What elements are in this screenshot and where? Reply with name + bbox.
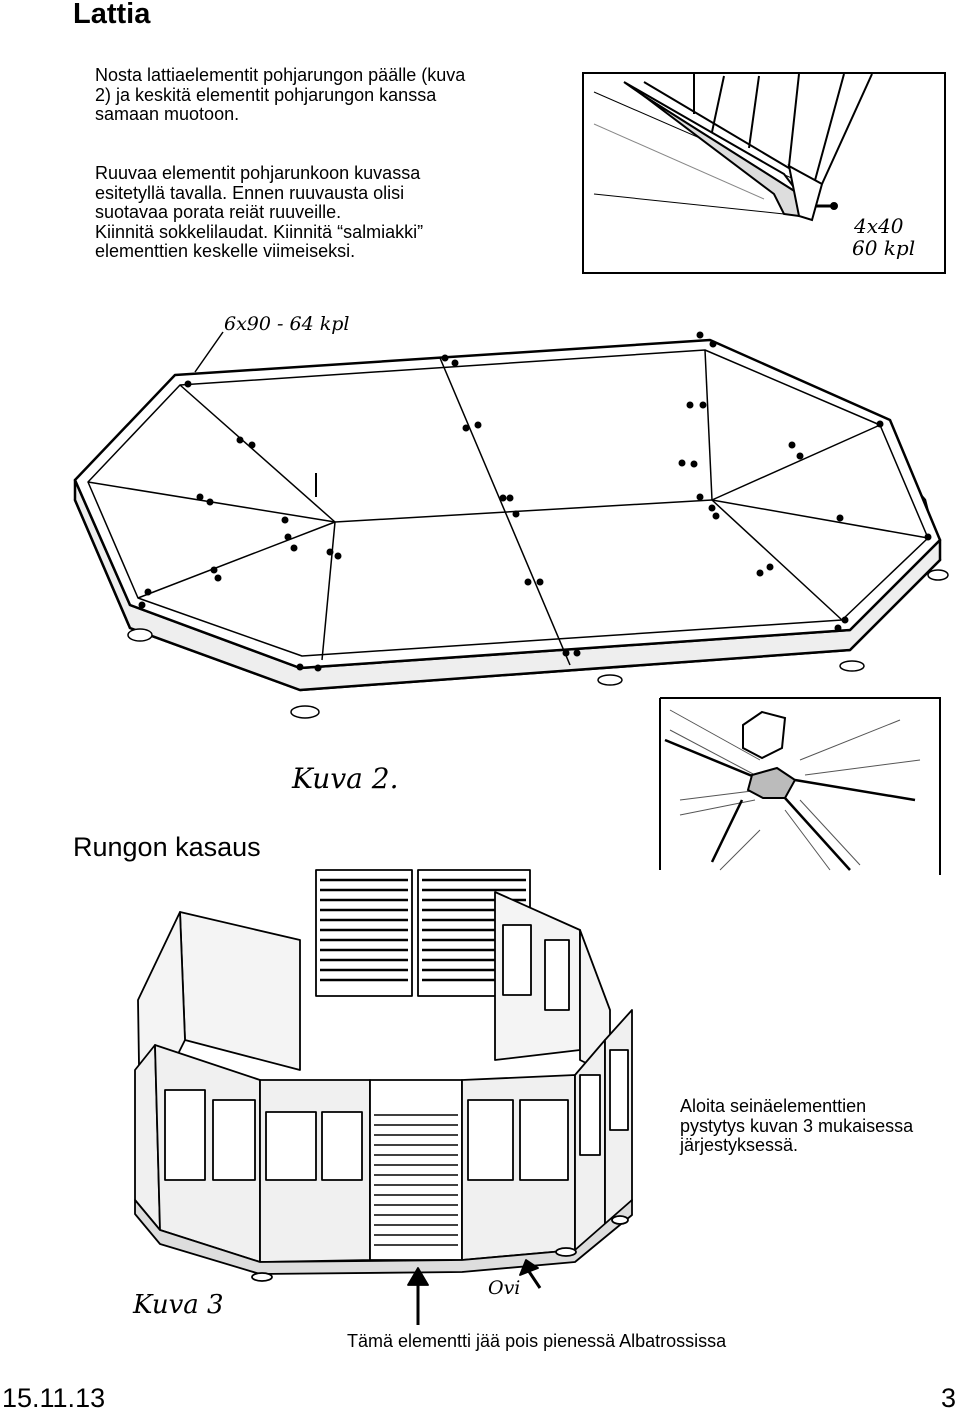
instruction-paragraph-2: Ruuvaa elementit pohjarunkoon kuvassa es… — [95, 163, 424, 261]
floor-plan-drawing — [73, 331, 949, 719]
small-model-note: Tämä elementti jää pois pienessä Albatro… — [347, 1331, 727, 1351]
figure-caption-kuva-3: Kuva 3 — [133, 1290, 224, 1320]
footer-date: 15.11.13 — [2, 1383, 106, 1413]
section-heading-rungon-kasaus: Rungon kasaus — [73, 832, 261, 862]
section-heading-lattia: Lattia — [73, 0, 151, 30]
screw-label-size: 4x40 — [854, 214, 904, 238]
page-number: 3 — [940, 1383, 956, 1413]
detail-figure-frame: 4x40 60 kpl — [582, 72, 946, 274]
wall-frame-drawing — [134, 869, 633, 1325]
center-diamond-detail — [659, 697, 941, 875]
screw-label-count: 60 kpl — [852, 236, 916, 260]
door-label: Ovi — [488, 1277, 521, 1299]
assembly-instruction: Aloita seinäelementtien pystytys kuvan 3… — [680, 1096, 914, 1155]
floor-screw-label: 6x90 - 64 kpl — [224, 313, 350, 335]
screw-detail-drawing — [593, 74, 873, 222]
instruction-paragraph-1: Nosta lattiaelementit pohjarungon päälle… — [95, 65, 466, 124]
figure-caption-kuva-2: Kuva 2. — [292, 762, 399, 795]
